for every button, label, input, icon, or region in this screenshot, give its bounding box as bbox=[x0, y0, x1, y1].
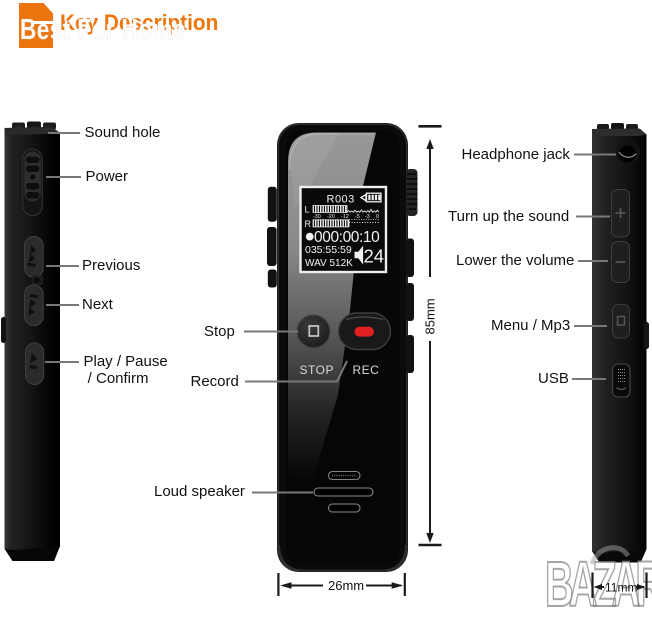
svg-text:-20: -20 bbox=[327, 214, 335, 220]
svg-text:000:00:10: 000:00:10 bbox=[314, 229, 380, 246]
svg-text:R003: R003 bbox=[327, 194, 355, 206]
svg-text:-5: -5 bbox=[355, 214, 360, 220]
svg-text:-12: -12 bbox=[341, 214, 349, 220]
svg-text:035:55:59: 035:55:59 bbox=[305, 244, 352, 256]
svg-text:-3: -3 bbox=[365, 214, 370, 220]
svg-text:WAV 512K: WAV 512K bbox=[305, 258, 353, 269]
svg-text:-30: -30 bbox=[313, 214, 321, 220]
svg-text:0: 0 bbox=[376, 214, 379, 220]
svg-text:11mm: 11mm bbox=[605, 581, 637, 595]
svg-text:L: L bbox=[305, 205, 310, 215]
svg-text:24: 24 bbox=[364, 246, 385, 267]
svg-text:R: R bbox=[305, 219, 312, 229]
